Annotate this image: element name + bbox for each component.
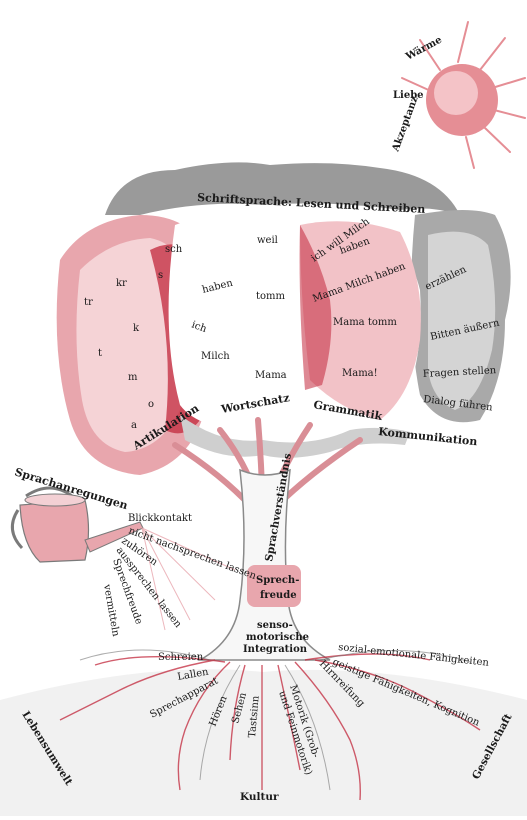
sound-m: m bbox=[128, 372, 138, 383]
sun-label-akzeptanz: Akzeptanz bbox=[390, 95, 421, 154]
sound-tr: tr bbox=[84, 297, 93, 308]
integration-line2: motorische bbox=[246, 632, 309, 643]
word-tomm: tomm bbox=[256, 291, 286, 302]
can-vermitteln: vermitteln bbox=[101, 583, 121, 638]
integration-line1: senso- bbox=[257, 620, 293, 631]
sound-kr: kr bbox=[116, 278, 127, 289]
kultur-label: Kultur bbox=[240, 791, 279, 803]
sound-s: s bbox=[158, 270, 163, 281]
sprechfreude-line1: Sprech- bbox=[256, 575, 299, 586]
sound-sch: sch bbox=[165, 244, 183, 255]
sound-t: t bbox=[98, 348, 102, 359]
word-milch: Milch bbox=[201, 351, 230, 362]
sun-label-waerme: Wärme bbox=[403, 35, 444, 64]
sound-k: k bbox=[133, 323, 140, 334]
integration-line3: Integration bbox=[243, 644, 308, 655]
can-blickkontakt: Blickkontakt bbox=[128, 513, 192, 524]
root-sozial: sozial-emotionale Fähigkeiten bbox=[338, 642, 490, 669]
word-mama: Mama bbox=[255, 370, 287, 381]
tree-crown bbox=[57, 162, 511, 475]
kommunikation-label: Kommunikation bbox=[378, 425, 478, 448]
phrase-mama-tomm: Mama tomm bbox=[333, 317, 397, 328]
sound-o: o bbox=[148, 399, 154, 410]
root-schreien: Schreien bbox=[158, 652, 204, 663]
word-weil: weil bbox=[257, 235, 278, 246]
phrase-mama-ausruf: Mama! bbox=[342, 368, 378, 379]
sound-a: a bbox=[131, 420, 137, 431]
sprechfreude-line2: freude bbox=[260, 590, 297, 601]
